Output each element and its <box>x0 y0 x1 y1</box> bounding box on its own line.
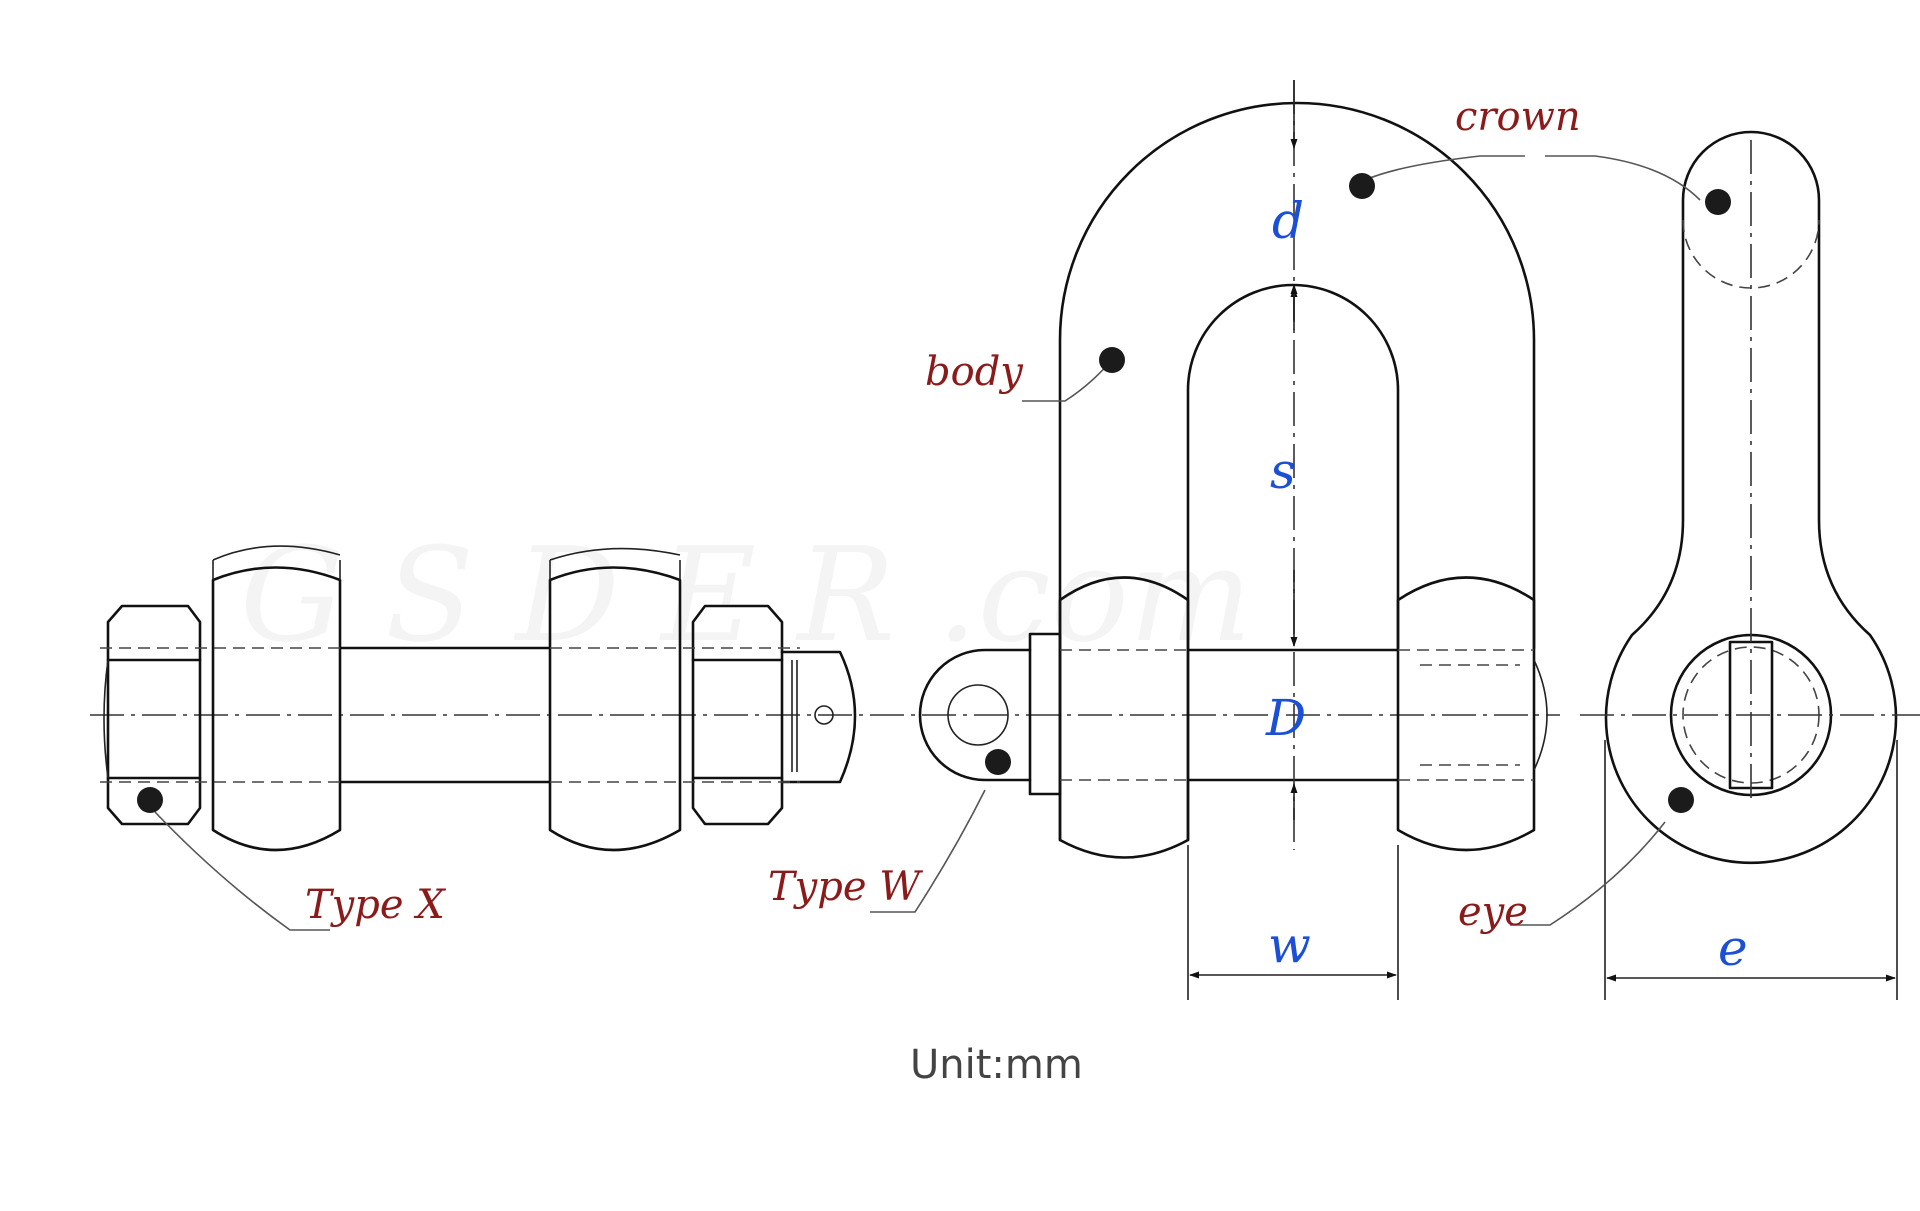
dim-label-d: d <box>1272 192 1304 250</box>
shackle-ear-right <box>1396 576 1536 852</box>
type-x-bolt-assembly <box>100 545 857 852</box>
unit-caption: Unit:mm <box>910 1042 1083 1088</box>
hex-nut-left <box>106 604 202 826</box>
watermark: G S D E R .com <box>240 519 1252 671</box>
type-x-leader <box>154 811 330 931</box>
shackle-body-outer <box>1058 101 1536 842</box>
hex-nut-right <box>691 604 784 826</box>
leaders <box>137 155 1731 931</box>
body-leader <box>1022 361 1111 402</box>
body-dot <box>1099 347 1125 373</box>
dim-label-D: D <box>1265 689 1306 747</box>
d-shackle-front-view <box>918 80 1548 859</box>
pin-eye-hole <box>947 684 1009 746</box>
shackle-side-view <box>1580 130 1920 865</box>
type-w-dot <box>985 749 1011 775</box>
eye-dot <box>1668 787 1694 813</box>
type-x-dot <box>137 787 163 813</box>
dimensions <box>1187 80 1898 1000</box>
label-crown: crown <box>1455 94 1581 140</box>
label-eye: eye <box>1458 889 1528 935</box>
label-type-x: Type X <box>305 882 446 928</box>
dim-label-w: w <box>1268 916 1311 974</box>
pin-eye <box>918 648 1032 782</box>
shackle-ear-left <box>1058 576 1190 859</box>
crown-dot <box>1349 173 1375 199</box>
body-section-right <box>548 566 682 852</box>
crown-side-dot <box>1705 189 1731 215</box>
eye-leader <box>1510 821 1666 926</box>
crown-leader <box>1364 155 1701 201</box>
dim-label-s: s <box>1270 442 1296 500</box>
label-body: body <box>925 349 1024 395</box>
side-view-outline <box>1604 130 1898 865</box>
body-section-left <box>211 566 342 852</box>
label-type-w: Type W <box>768 864 923 910</box>
type-w-leader <box>870 789 986 913</box>
bolt-end <box>780 650 857 784</box>
dim-label-e: e <box>1718 919 1748 977</box>
